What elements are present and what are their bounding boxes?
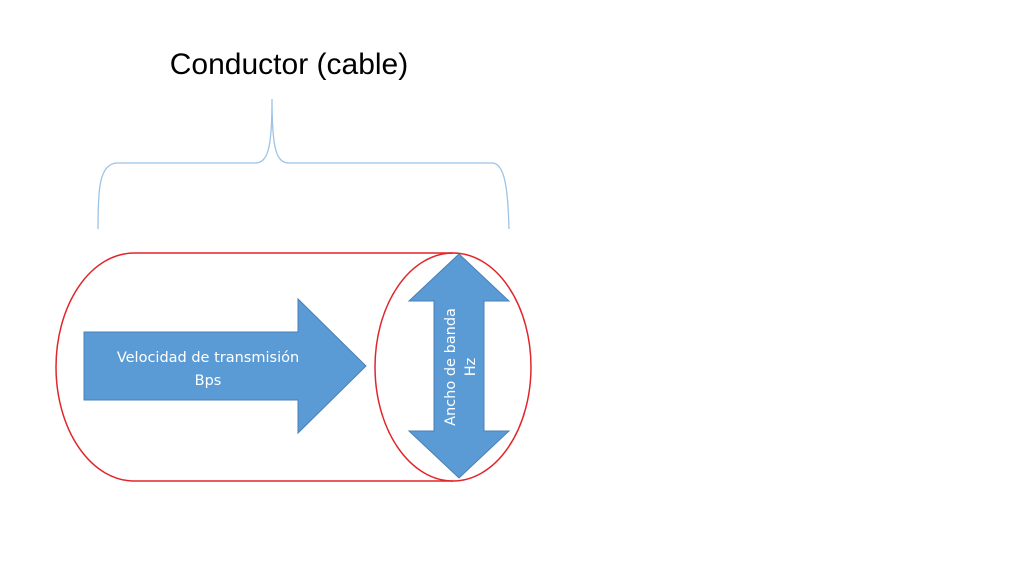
up-down-arrow-shape bbox=[407, 253, 511, 479]
right-arrow-shape bbox=[83, 297, 367, 435]
bandwidth-arrow: Ancho de banda Hz bbox=[407, 253, 511, 479]
bandwidth-unit-label: Hz bbox=[463, 358, 479, 377]
cylinder-body bbox=[55, 252, 453, 482]
cable-cylinder bbox=[55, 252, 532, 482]
speed-unit-label: Bps bbox=[195, 373, 222, 389]
transmission-speed-arrow: Velocidad de transmisión Bps bbox=[83, 297, 367, 435]
bandwidth-label: Ancho de banda bbox=[443, 308, 459, 426]
cylinder-end-face bbox=[374, 252, 532, 482]
diagram-title: Conductor (cable) bbox=[170, 48, 408, 81]
curly-brace bbox=[97, 98, 510, 230]
speed-label: Velocidad de transmisión bbox=[117, 350, 299, 366]
